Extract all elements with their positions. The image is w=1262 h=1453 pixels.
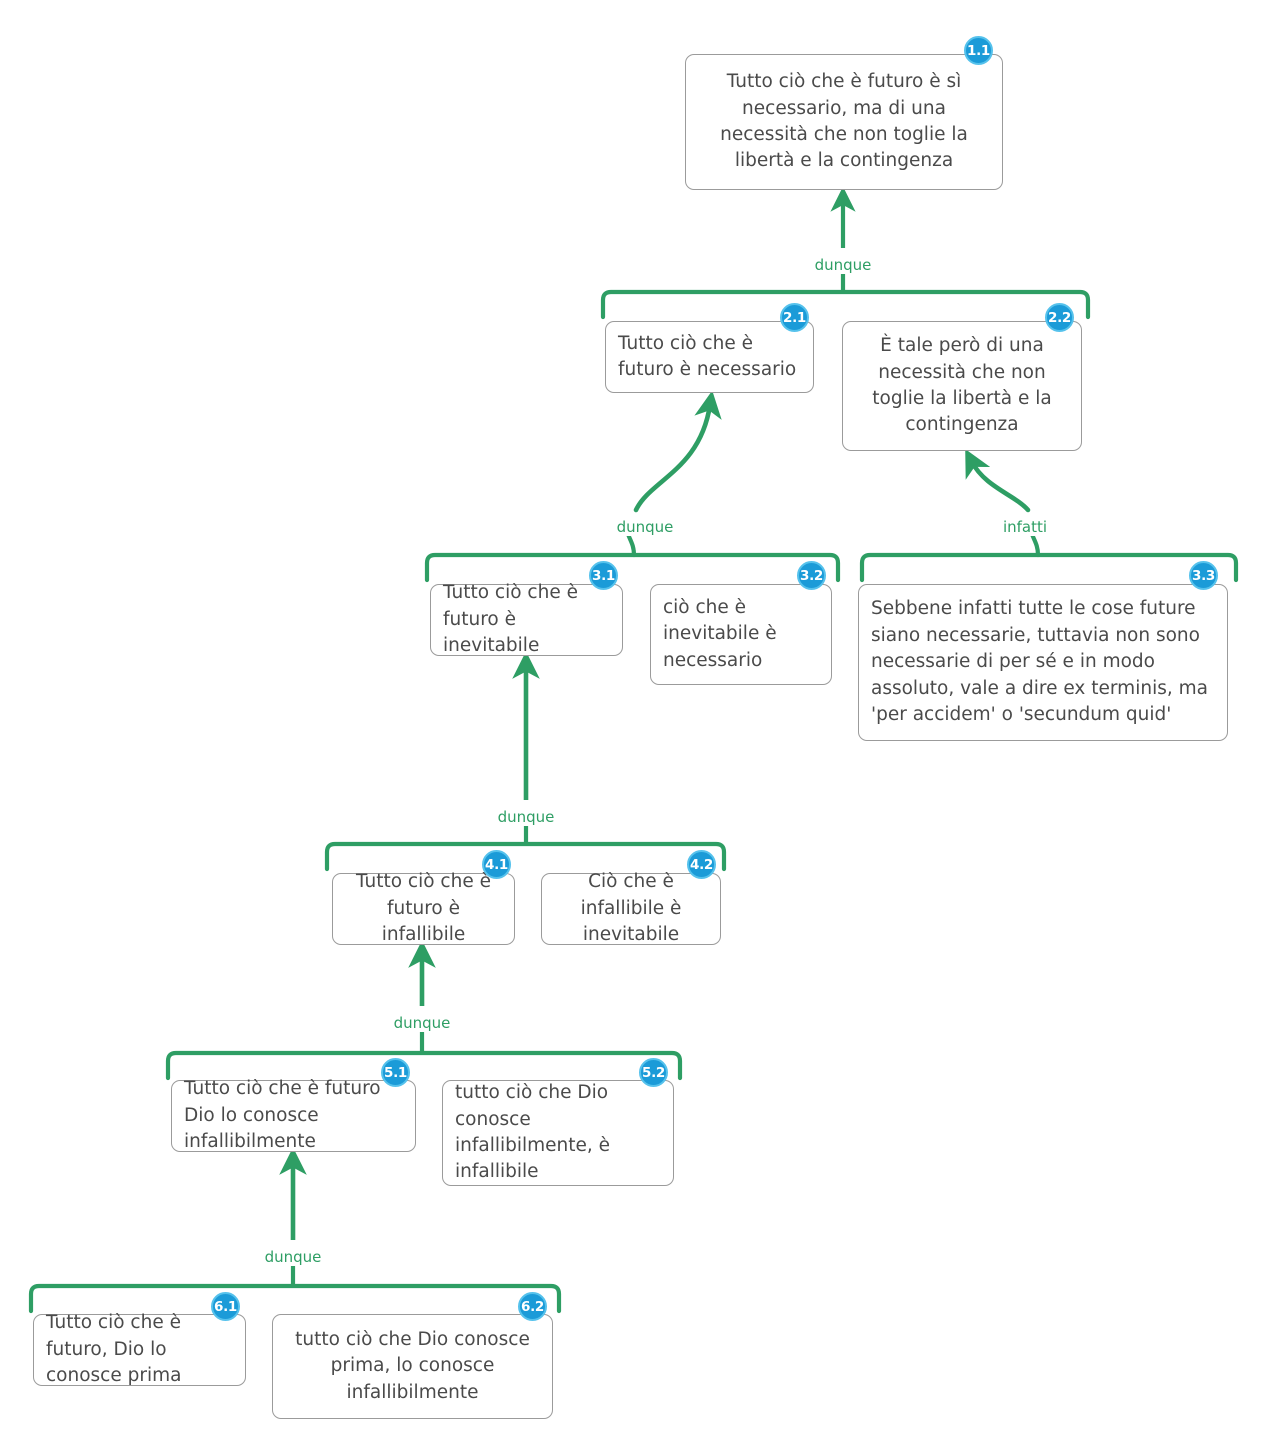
edge-label-dunque-3: dunque [494,808,558,826]
node-badge-6-1[interactable]: 6.1 [211,1292,240,1321]
node-3-1-text: Tutto ciò che è futuro è inevitabile [443,582,578,657]
node-4-1-text: Tutto ciò che è futuro è infallibile [356,871,491,946]
group-bracket-5 [165,1050,683,1081]
group-bracket-6 [28,1283,562,1314]
node-2-2-text: È tale però di una necessità che non tog… [872,335,1052,436]
node-badge-3-3[interactable]: 3.3 [1189,561,1218,590]
node-badge-5-2[interactable]: 5.2 [639,1058,668,1087]
node-6-2-text: tutto ciò che Dio conosce prima, lo cono… [295,1328,530,1403]
group-bracket-4 [324,841,727,872]
node-5-2[interactable]: tutto ciò che Dio conosce infallibilment… [442,1080,674,1186]
node-5-1[interactable]: Tutto ciò che è futuro Dio lo conosce in… [171,1078,416,1152]
node-2-1[interactable]: Tutto ciò che è futuro è necessario [605,321,814,393]
node-5-1-text: Tutto ciò che è futuro Dio lo conosce in… [184,1078,381,1153]
node-2-2[interactable]: È tale però di una necessità che non tog… [842,321,1082,451]
node-3-2[interactable]: ciò che è inevitabile è necessario [650,584,832,685]
node-badge-5-1[interactable]: 5.1 [381,1058,410,1087]
node-2-1-text: Tutto ciò che è futuro è necessario [618,332,797,380]
node-6-2[interactable]: tutto ciò che Dio conosce prima, lo cono… [272,1314,553,1419]
node-4-2[interactable]: Ciò che è infallibile è inevitabile [541,871,721,945]
node-3-2-text: ciò che è inevitabile è necessario [663,596,777,671]
edge-3b-to-2_2 [965,448,1041,558]
edge-label-infatti: infatti [999,518,1051,536]
group-bracket-3a [424,552,841,583]
group-bracket-2 [600,289,1091,320]
node-badge-4-1[interactable]: 4.1 [482,850,511,879]
edge-label-dunque-4: dunque [390,1014,454,1032]
node-6-1[interactable]: Tutto ciò che è futuro, Dio lo conosce p… [33,1312,246,1386]
node-badge-3-2[interactable]: 3.2 [797,561,826,590]
node-badge-2-1[interactable]: 2.1 [780,303,809,332]
node-badge-3-1[interactable]: 3.1 [589,561,618,590]
node-3-3[interactable]: Sebbene infatti tutte le cose future sia… [858,584,1228,741]
node-badge-4-2[interactable]: 4.2 [687,850,716,879]
node-1-1-text: Tutto ciò che è futuro è sì necessario, … [720,71,968,172]
edge-label-dunque-1: dunque [811,256,875,274]
node-3-1[interactable]: Tutto ciò che è futuro è inevitabile [430,582,623,656]
node-4-1[interactable]: Tutto ciò che è futuro è infallibile [332,871,515,945]
node-6-1-text: Tutto ciò che è futuro, Dio lo conosce p… [46,1312,182,1387]
node-5-2-text: tutto ciò che Dio conosce infallibilment… [455,1082,611,1183]
node-4-2-text: Ciò che è infallibile è inevitabile [580,871,682,946]
node-3-3-text: Sebbene infatti tutte le cose future sia… [871,598,1208,726]
node-badge-6-2[interactable]: 6.2 [518,1292,547,1321]
node-badge-1-1[interactable]: 1.1 [964,36,993,65]
group-bracket-3b [859,552,1239,583]
node-badge-2-2[interactable]: 2.2 [1045,303,1074,332]
edge-label-dunque-5: dunque [261,1248,325,1266]
edge-label-dunque-2: dunque [613,518,677,536]
node-1-1[interactable]: Tutto ciò che è futuro è sì necessario, … [685,54,1003,190]
